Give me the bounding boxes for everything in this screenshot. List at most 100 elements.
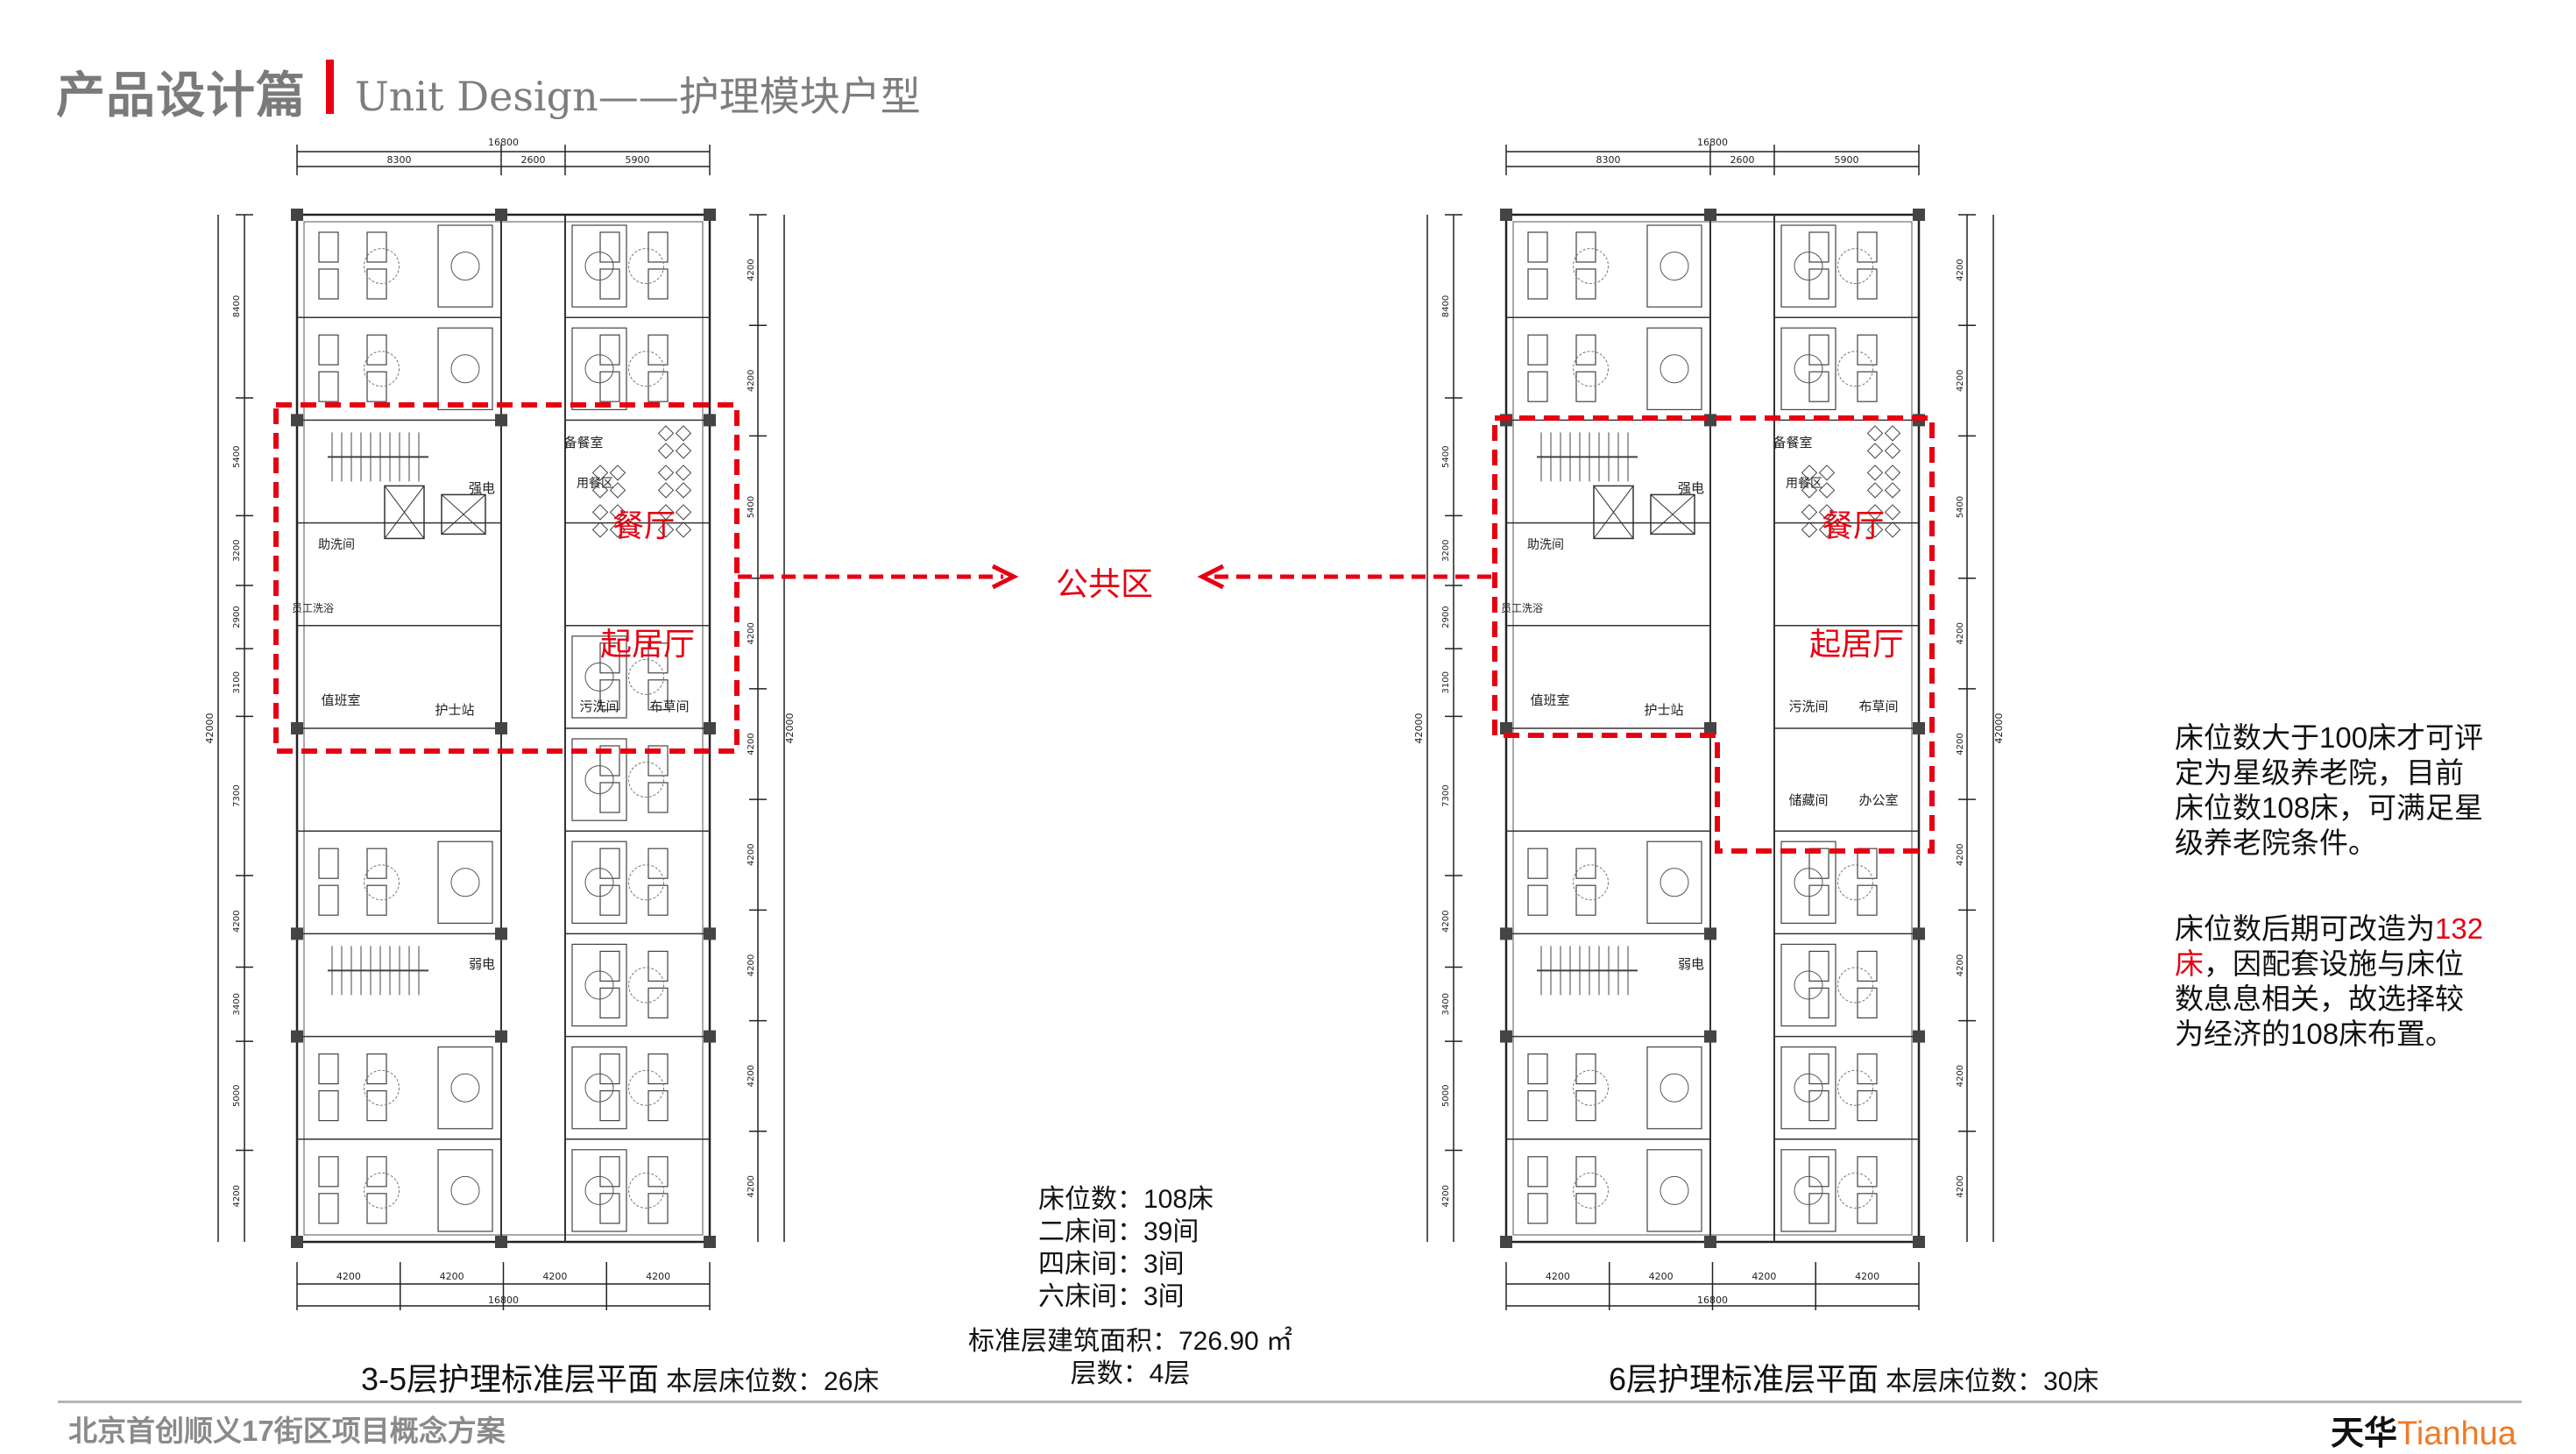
bed	[599, 642, 620, 674]
bed	[648, 1156, 669, 1188]
bathroom-fixture	[1794, 1175, 1823, 1205]
dimension-text: 4200	[1956, 259, 1965, 280]
dimension-text: 4200	[747, 622, 756, 644]
dimension-text: 42000	[784, 713, 796, 744]
dining-chair	[675, 443, 692, 459]
dimension-text: 5000	[1441, 1085, 1451, 1107]
elevator-cross	[1650, 494, 1695, 535]
bathroom-fixture	[1794, 970, 1823, 1000]
dimension-text: 4200	[1956, 1175, 1965, 1197]
room-label-strong-electric: 强电	[1678, 480, 1704, 496]
bed	[318, 268, 339, 300]
room-label-duty-room: 值班室	[321, 692, 360, 708]
room-label-living-hall: 起居厅	[1809, 627, 1904, 663]
room-label-nurse-station: 护士站	[1644, 702, 1683, 718]
structural-column	[1500, 209, 1512, 221]
elevator-cross	[384, 486, 425, 539]
dining-chair	[657, 482, 675, 499]
note-line: 级养老院条件。	[2175, 826, 2377, 859]
bathroom-fixture	[1660, 1073, 1689, 1103]
dining-chair	[657, 465, 675, 481]
dining-chair	[591, 521, 609, 538]
bed	[1808, 371, 1829, 402]
page-title: 产品设计篇	[56, 67, 306, 123]
bathroom	[1646, 840, 1702, 925]
dimension-text: 2600	[521, 154, 546, 166]
turning-circle	[1837, 967, 1873, 1004]
bed	[366, 371, 387, 402]
dining-chair	[1818, 521, 1836, 538]
dimension-text: 4200	[1956, 844, 1965, 866]
bathroom-fixture	[450, 868, 480, 897]
bed	[1575, 1193, 1596, 1224]
structural-column	[291, 1030, 303, 1043]
bathroom	[571, 1046, 627, 1130]
dining-chair	[657, 504, 675, 521]
dining-chair	[1866, 521, 1884, 538]
bed	[1527, 1089, 1548, 1122]
dining-chair	[1818, 465, 1836, 481]
turning-circle	[628, 658, 664, 695]
bathroom	[437, 1046, 493, 1130]
page-subtitle: Unit Design——护理模块户型	[355, 73, 921, 120]
bed	[366, 1089, 387, 1122]
dining-chair	[1884, 443, 1901, 459]
dimension-text: 4200	[336, 1271, 361, 1282]
bed	[1808, 950, 1829, 982]
bed	[318, 1156, 339, 1188]
dimension-text: 5400	[747, 496, 756, 518]
turning-circle	[1837, 248, 1873, 285]
bed	[1808, 1193, 1829, 1224]
bed	[1575, 848, 1596, 879]
bed	[599, 884, 620, 916]
dimension-text: 7300	[1441, 784, 1451, 806]
bed	[1857, 1053, 1878, 1085]
dimension-text: 4200	[747, 733, 756, 755]
dimension-text: 5900	[1835, 154, 1859, 166]
turning-circle	[628, 864, 664, 901]
bed	[1575, 884, 1596, 916]
bed	[318, 1053, 339, 1085]
bed	[318, 334, 339, 365]
dining-chair	[1866, 504, 1884, 521]
arrow-right-icon	[991, 564, 1019, 590]
bathroom-fixture	[584, 354, 614, 384]
structural-column	[704, 1030, 716, 1043]
dining-chair	[1866, 425, 1884, 442]
bed	[599, 334, 620, 365]
bed	[1857, 371, 1878, 402]
bathroom-fixture	[1794, 868, 1823, 897]
elevator-shaft	[384, 485, 425, 540]
bathroom-fixture	[584, 662, 614, 692]
bed	[648, 848, 669, 879]
dimension-text: 8400	[1441, 295, 1451, 317]
plan-caption-3-5f: 3-5层护理标准层平面本层床位数：26床	[361, 1354, 879, 1400]
bed	[1527, 1156, 1548, 1188]
bed	[648, 371, 669, 402]
bed	[1527, 371, 1548, 402]
bathroom-fixture	[584, 765, 614, 795]
bathroom	[571, 327, 627, 411]
bed	[1575, 1156, 1596, 1188]
room-label-staff-shower: 员工洗浴	[292, 602, 334, 614]
structural-column	[704, 1236, 716, 1248]
structural-column	[1704, 722, 1716, 734]
bed	[366, 1193, 387, 1224]
dimension-text: 4200	[1441, 1185, 1451, 1207]
dimension-text: 16800	[488, 1294, 519, 1306]
dining-chair	[1866, 482, 1884, 499]
bed	[318, 371, 339, 402]
dining-chair	[675, 425, 692, 442]
turning-circle	[364, 1069, 400, 1106]
bed	[1808, 231, 1829, 263]
dimension-text: 3400	[1441, 993, 1451, 1015]
bathroom-fixture	[1660, 868, 1689, 897]
structural-column	[495, 414, 507, 427]
bed-rating-note: 床位数大于100床才可评 定为星级养老院，目前 床位数108床，可满足星 级养老…	[2175, 720, 2543, 861]
note-highlight: 132	[2435, 912, 2484, 945]
turning-circle	[1837, 1069, 1873, 1106]
dimension-text: 4200	[232, 910, 242, 932]
bathroom	[1780, 840, 1836, 925]
structural-column	[1704, 1236, 1716, 1248]
